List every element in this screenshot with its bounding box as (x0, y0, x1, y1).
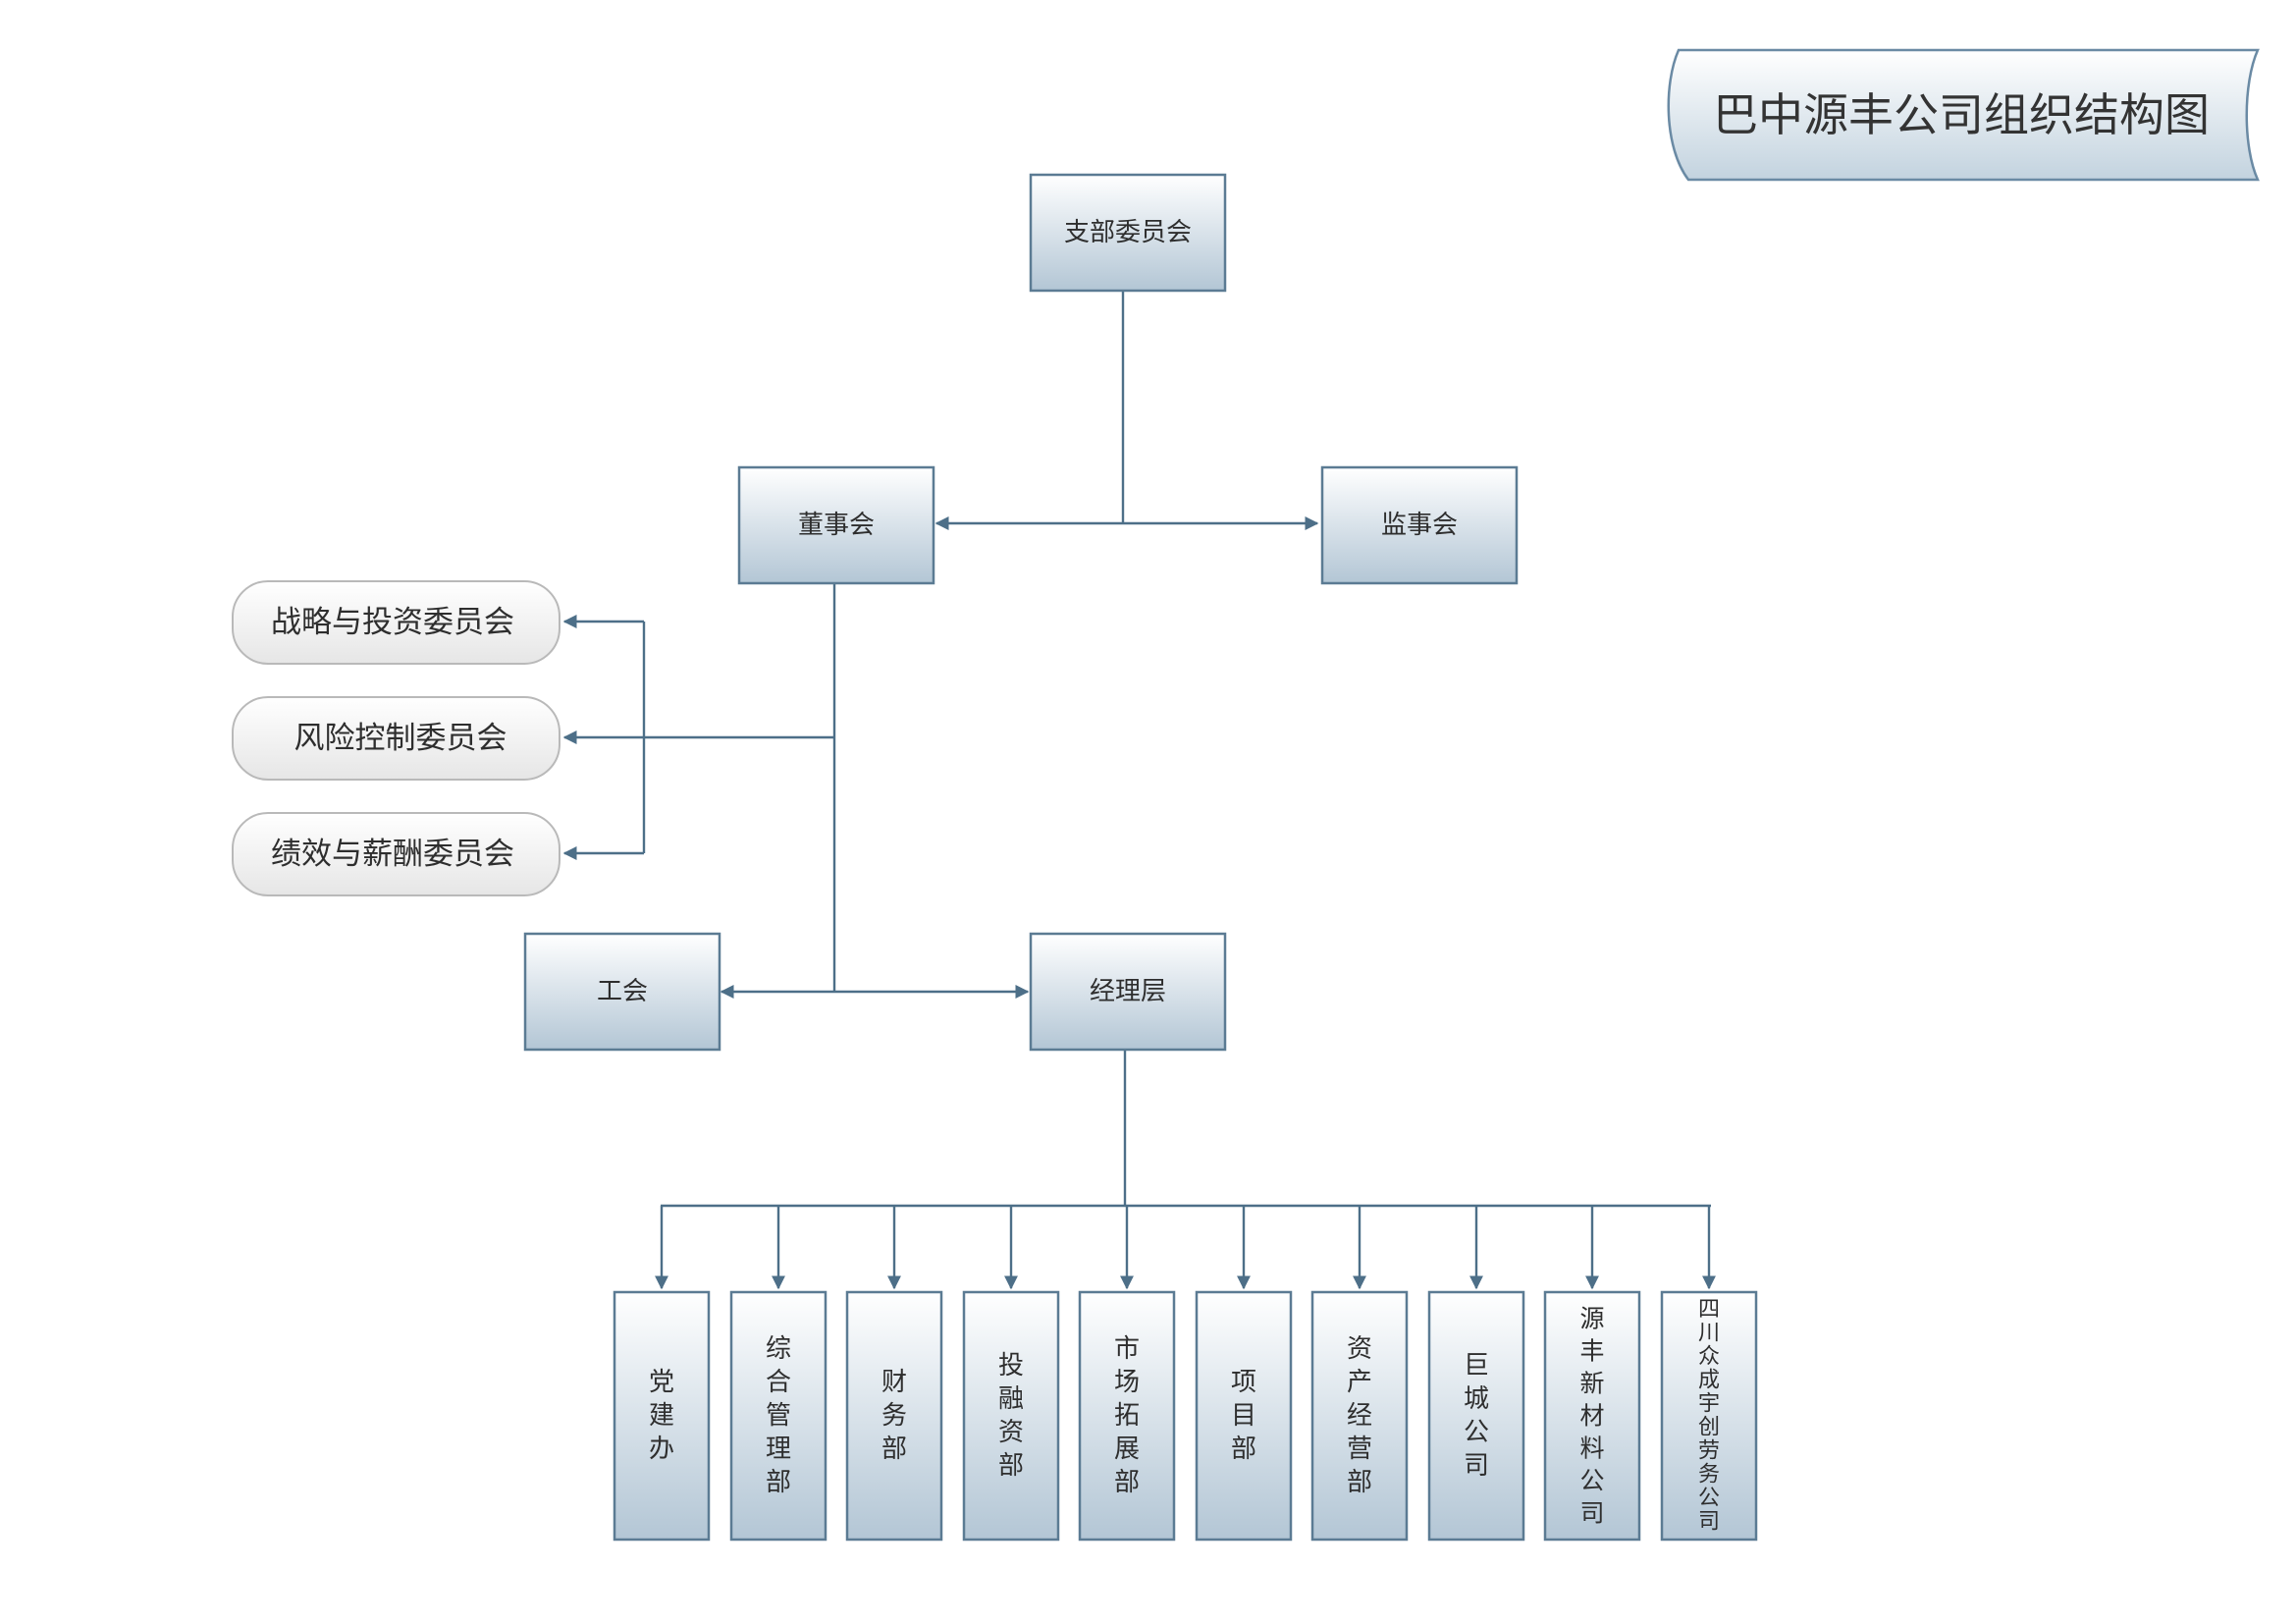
department-box: 四川众成宇创劳务公司 (1660, 1290, 1758, 1542)
department-box: 项目部 (1195, 1290, 1293, 1542)
department-box: 巨城公司 (1427, 1290, 1525, 1542)
department-label: 源丰新材料公司 (1579, 1305, 1604, 1528)
department-label: 党建办 (649, 1368, 674, 1464)
committee-strategy: 战略与投资委员会 (232, 580, 561, 665)
committee-risk-label: 风险控制委员会 (294, 721, 507, 756)
node-union: 工会 (523, 932, 721, 1052)
department-box: 党建办 (613, 1290, 711, 1542)
node-supervisors: 监事会 (1320, 465, 1519, 585)
committee-risk: 风险控制委员会 (232, 696, 561, 781)
connectors (562, 290, 1716, 1290)
department-label: 巨城公司 (1464, 1351, 1489, 1481)
node-party-committee-label: 支部委员会 (1064, 218, 1192, 247)
department-box: 财务部 (845, 1290, 943, 1542)
node-management: 经理层 (1029, 932, 1227, 1052)
department-box: 源丰新材料公司 (1543, 1290, 1641, 1542)
department-label: 市场拓展部 (1114, 1334, 1140, 1497)
chart-title: 巴中源丰公司组织结构图 (1713, 88, 2210, 141)
department-label: 财务部 (881, 1368, 907, 1464)
node-supervisors-label: 监事会 (1381, 511, 1458, 540)
node-board-label: 董事会 (798, 511, 875, 540)
node-union-label: 工会 (597, 977, 648, 1006)
title-banner: 巴中源丰公司组织结构图 (1667, 48, 2260, 182)
department-label: 四川众成宇创劳务公司 (1698, 1298, 1720, 1535)
committee-list: 战略与投资委员会 风险控制委员会 绩效与薪酬委员会 (232, 580, 561, 896)
department-label: 投融资部 (998, 1351, 1024, 1481)
committee-performance-label: 绩效与薪酬委员会 (271, 837, 514, 872)
department-box: 综合管理部 (729, 1290, 828, 1542)
department-list: 党建办 综合管理部 财务部 投融资部 市场拓展部 项目部 资产经营部 巨城公司 源丰新材料公司 四… (613, 1290, 1758, 1542)
node-management-label: 经理层 (1090, 977, 1166, 1006)
department-label: 项目部 (1231, 1368, 1256, 1464)
department-box: 市场拓展部 (1078, 1290, 1176, 1542)
department-box: 资产经营部 (1310, 1290, 1409, 1542)
department-arrows (655, 1206, 1716, 1290)
department-label: 资产经营部 (1347, 1334, 1372, 1497)
node-party-committee: 支部委员会 (1029, 173, 1227, 293)
department-label: 综合管理部 (766, 1334, 791, 1497)
node-board: 董事会 (737, 465, 935, 585)
department-box: 投融资部 (962, 1290, 1060, 1542)
committee-strategy-label: 战略与投资委员会 (271, 605, 514, 640)
committee-performance: 绩效与薪酬委员会 (232, 812, 561, 896)
